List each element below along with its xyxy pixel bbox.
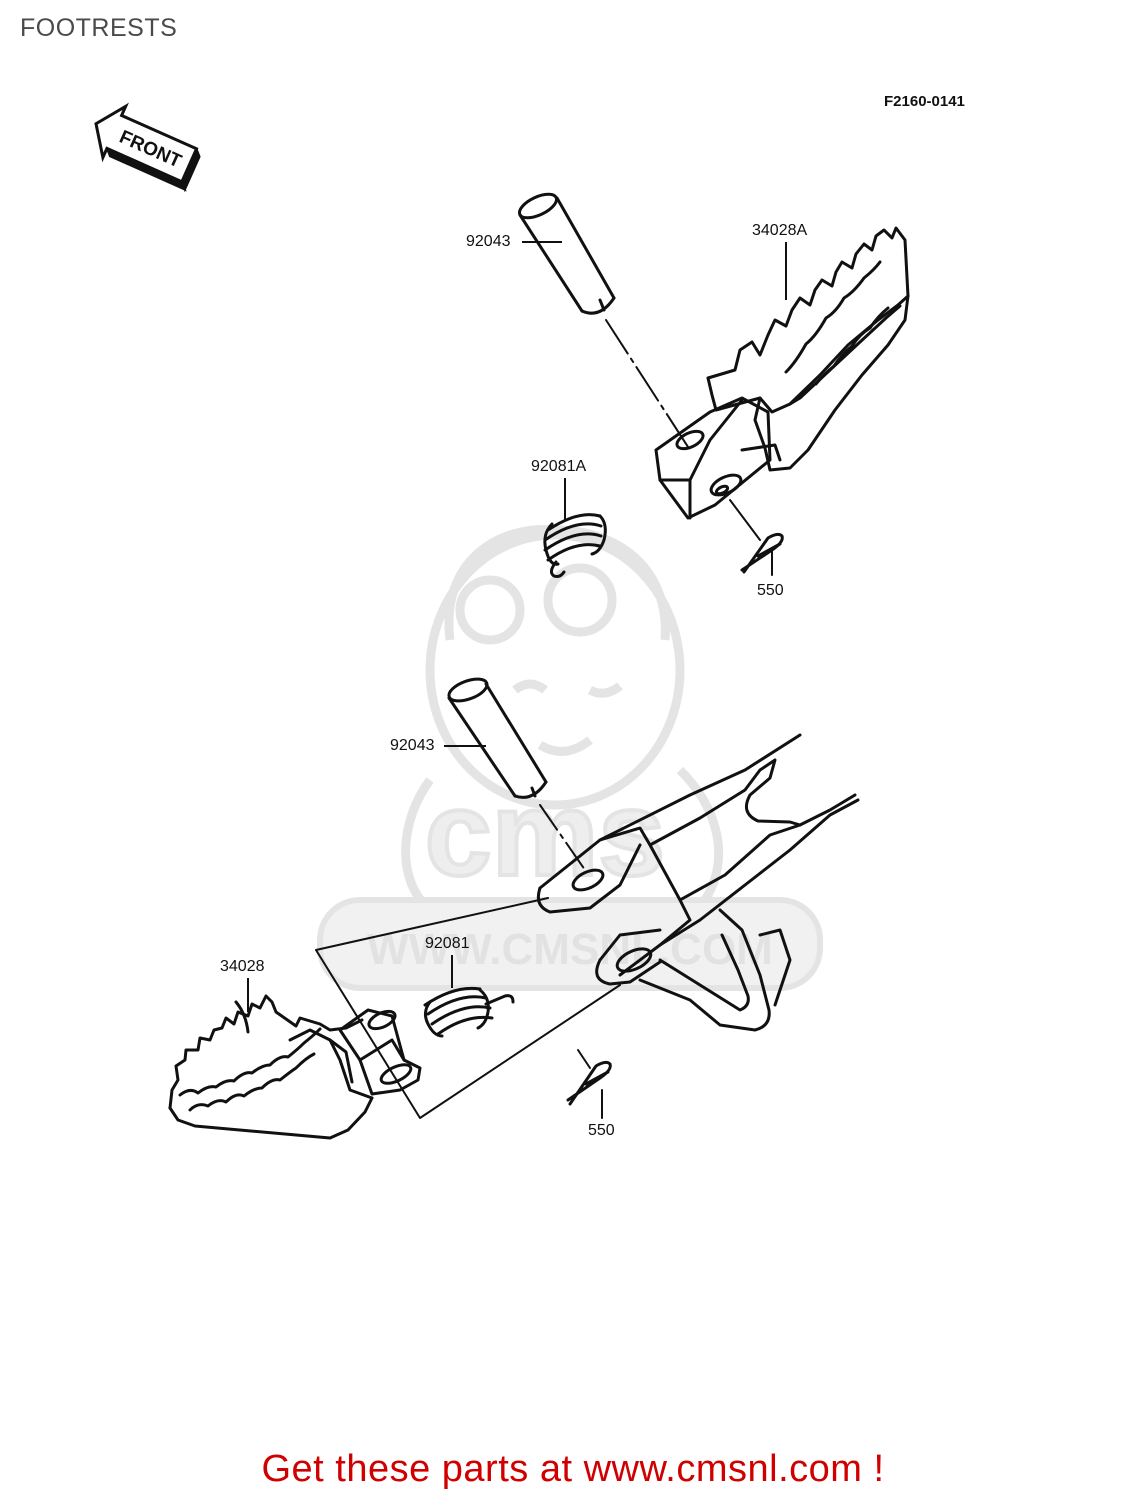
watermark-mascot-eye xyxy=(512,679,548,694)
pin-upper-axis xyxy=(605,319,691,451)
cotter-lower xyxy=(566,1060,612,1106)
frame-bracket xyxy=(536,733,860,1032)
leader-lines xyxy=(247,241,787,1012)
front-arrow: FRONT xyxy=(94,102,201,193)
cotter-upper xyxy=(740,532,784,574)
part-label-pin-upper: 92043 xyxy=(466,233,511,250)
part-label-cotter-upper: 550 xyxy=(757,582,784,599)
part-label-footrest-upper: 34028A xyxy=(752,222,808,239)
upper-assembly xyxy=(517,192,910,578)
lower-guide-lines xyxy=(315,897,621,1119)
watermark-mascot-mouth xyxy=(537,736,593,756)
cotter-lower-axis xyxy=(577,1049,591,1069)
spring-upper xyxy=(543,513,607,578)
part-label-spring-lower: 92081 xyxy=(425,935,470,952)
watermark: cms WWW.CMSNL.COM xyxy=(317,525,823,991)
footrest-upper-axis xyxy=(729,499,761,541)
part-label-cotter-lower: 550 xyxy=(588,1122,615,1139)
footrest-lower xyxy=(168,994,422,1140)
watermark-mascot-hat xyxy=(444,525,670,641)
part-label-pin-lower: 92043 xyxy=(390,737,435,754)
watermark-url: WWW.CMSNL.COM xyxy=(367,925,773,974)
promo-link[interactable]: Get these parts at www.cmsnl.com ! xyxy=(261,1448,885,1490)
part-label-spring-upper: 92081A xyxy=(531,458,587,475)
spring-lower xyxy=(423,986,515,1038)
lower-assembly xyxy=(168,677,860,1140)
front-arrow-depth xyxy=(106,147,201,193)
watermark-mascot-goggle-right xyxy=(543,563,617,637)
watermark-mascot-goggle-left xyxy=(455,575,525,645)
page-title: FOOTRESTS xyxy=(20,14,178,42)
part-label-footrest-lower: 34028 xyxy=(220,958,265,975)
watermark-mascot-wink xyxy=(587,682,623,698)
drawing-code: F2160-0141 xyxy=(884,93,965,110)
footrest-upper xyxy=(654,226,910,520)
front-arrow-shape xyxy=(94,102,199,184)
watermark-brand: cms xyxy=(425,767,665,901)
pin-upper xyxy=(517,192,616,315)
